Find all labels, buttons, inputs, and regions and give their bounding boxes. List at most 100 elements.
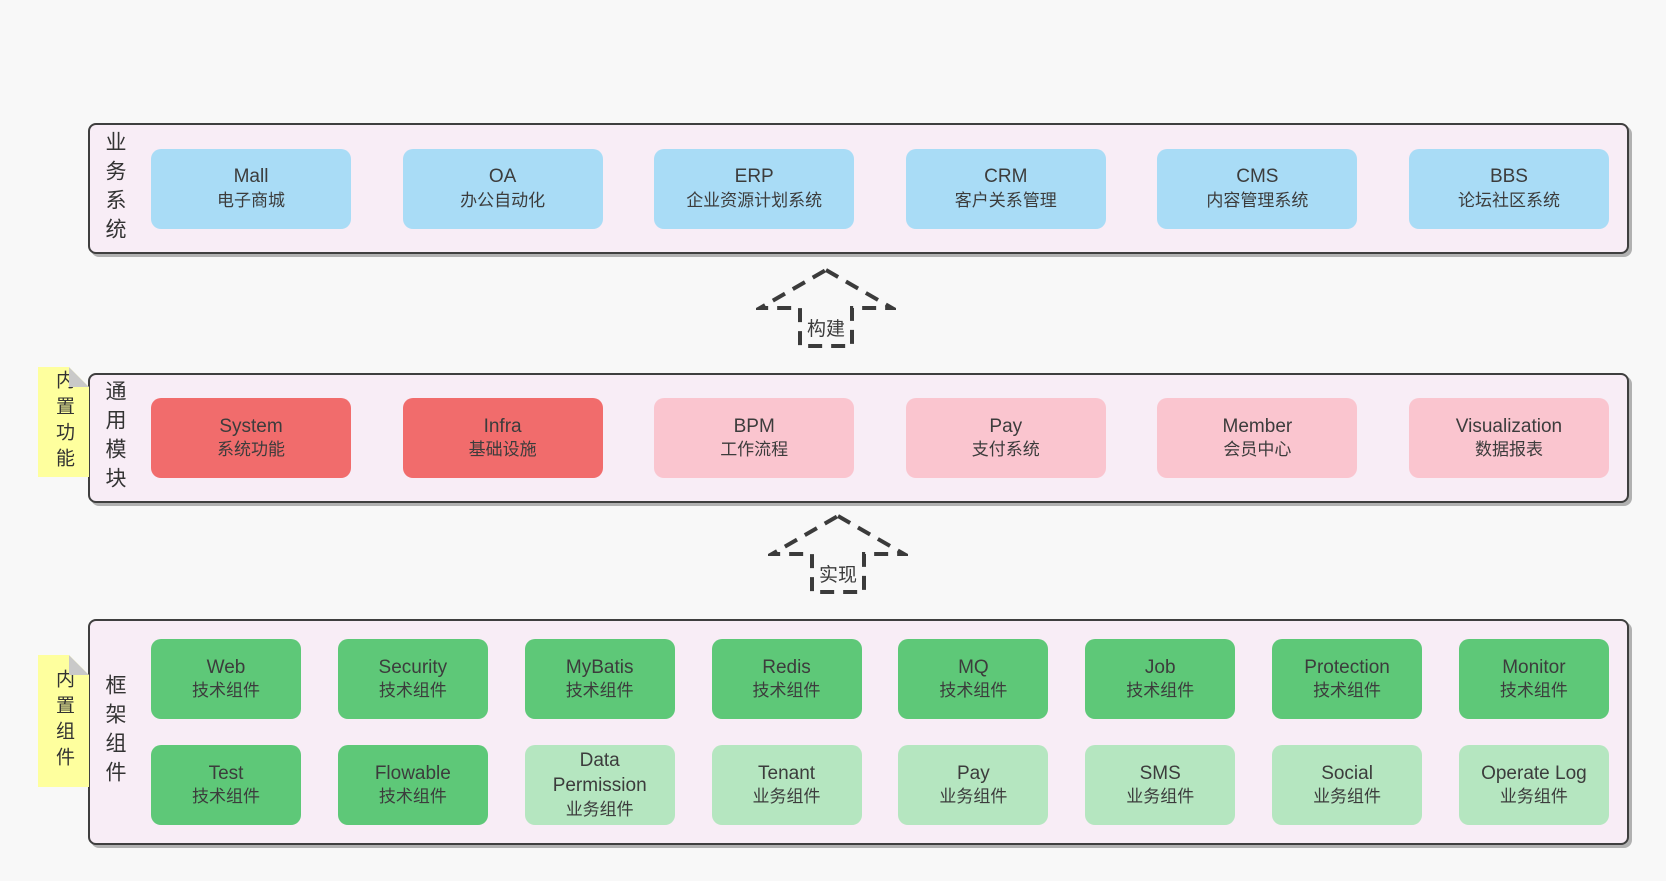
box-cms: CMS 内容管理系统 <box>1157 148 1358 229</box>
box-title: Monitor <box>1502 656 1566 678</box>
sticky-built-in-features: 内置功能 <box>38 367 89 477</box>
box-infra: Infra 基础设施 <box>402 398 603 478</box>
box-web: Web 技术组件 <box>151 639 301 719</box>
box-title: Visualization <box>1455 415 1563 437</box>
panel-business-systems: 业务系统 Mall 电子商城 OA 办公自动化 ERP 企业资源计划系统 CRM… <box>88 123 1629 254</box>
box-flowable: Flowable 技术组件 <box>337 745 488 825</box>
box-title: MQ <box>958 656 989 678</box>
sticky-fold-corner-icon <box>69 655 89 675</box>
box-subtitle: 电子商城 <box>217 190 285 210</box>
box-subtitle: 会员中心 <box>1223 440 1292 460</box>
box-mq: MQ 技术组件 <box>898 639 1049 719</box>
box-subtitle: 论坛社区系统 <box>1457 190 1560 210</box>
box-subtitle: 企业资源计划系统 <box>686 190 823 210</box>
box-title: OA <box>488 166 517 188</box>
arrow-implement-label: 实现 <box>815 560 861 587</box>
panel-framework-components: 框架组件 Web 技术组件 Security 技术组件 MyBatis 技术组件… <box>88 619 1629 845</box>
box-subtitle: 基础设施 <box>468 440 537 460</box>
box-subtitle: 支付系统 <box>971 440 1040 460</box>
box-mybatis: MyBatis 技术组件 <box>524 639 675 719</box>
box-title: BBS <box>1489 166 1528 188</box>
box-subtitle: 内容管理系统 <box>1206 190 1309 210</box>
box-title: Protection <box>1304 656 1390 678</box>
box-title: Tenant <box>758 762 816 784</box>
box-subtitle: 工作流程 <box>720 440 789 460</box>
box-title: Pay <box>989 415 1023 437</box>
sticky-built-in-features-label: 内置功能 <box>53 370 74 474</box>
panel-common-modules: 通用模块 System 系统功能 Infra 基础设施 BPM 工作流程 Pay… <box>88 373 1629 503</box>
panel-label-common-modules: 通用模块 <box>103 380 126 496</box>
box-member: Member 会员中心 <box>1157 398 1358 478</box>
box-system: System 系统功能 <box>151 398 351 478</box>
up-block-arrow-icon <box>756 267 896 348</box>
arrow-build-label: 构建 <box>803 314 849 341</box>
box-title: System <box>219 415 283 437</box>
box-redis: Redis 技术组件 <box>711 639 862 719</box>
box-subtitle: 办公自动化 <box>460 190 546 210</box>
box-monitor: Monitor 技术组件 <box>1458 639 1609 719</box>
box-title: Social <box>1321 762 1373 784</box>
box-subtitle: 技术组件 <box>192 787 260 807</box>
box-title: CMS <box>1236 166 1279 188</box>
common-box-row: System 系统功能 Infra 基础设施 BPM 工作流程 Pay 支付系统… <box>129 375 1627 501</box>
box-title: BPM <box>733 415 775 437</box>
box-subtitle: 技术组件 <box>378 681 447 701</box>
framework-row-2: Test 技术组件 Flowable 技术组件 Data Permission … <box>151 745 1609 825</box>
box-title: Mall <box>233 166 269 188</box>
box-bpm: BPM 工作流程 <box>654 398 855 478</box>
box-title: Job <box>1144 656 1176 678</box>
box-social: Social 业务组件 <box>1272 745 1423 825</box>
box-operate-log: Operate Log 业务组件 <box>1458 745 1609 825</box>
box-subtitle: 技术组件 <box>1126 681 1195 701</box>
box-protection: Protection 技术组件 <box>1272 639 1423 719</box>
box-title: Data Permission <box>552 750 647 796</box>
panel-label-business-systems: 业务系统 <box>103 130 126 247</box>
box-subtitle: 业务组件 <box>752 787 821 807</box>
box-title: Flowable <box>374 762 451 784</box>
box-title: Pay <box>957 762 990 784</box>
box-subtitle: 技术组件 <box>1499 681 1568 701</box>
box-title: Redis <box>762 656 811 678</box>
box-title: Web <box>206 656 246 678</box>
box-subtitle: 技术组件 <box>378 787 447 807</box>
box-tenant: Tenant 业务组件 <box>711 745 862 825</box>
box-visualization: Visualization 数据报表 <box>1408 398 1609 478</box>
box-subtitle: 业务组件 <box>1499 787 1568 807</box>
box-subtitle: 数据报表 <box>1474 440 1543 460</box>
box-mall: Mall 电子商城 <box>151 148 351 229</box>
sticky-fold-corner-icon <box>69 367 89 387</box>
sticky-built-in-components-label: 内置组件 <box>53 669 74 773</box>
box-subtitle: 技术组件 <box>565 681 634 701</box>
box-title: SMS <box>1139 762 1181 784</box>
box-subtitle: 技术组件 <box>1313 681 1382 701</box>
box-subtitle: 技术组件 <box>192 681 260 701</box>
box-subtitle: 技术组件 <box>939 681 1008 701</box>
sticky-built-in-components: 内置组件 <box>38 655 89 787</box>
box-crm: CRM 客户关系管理 <box>905 148 1106 229</box>
box-subtitle: 业务组件 <box>565 799 634 819</box>
up-block-arrow-icon <box>768 513 908 594</box>
box-erp: ERP 企业资源计划系统 <box>654 148 855 229</box>
box-title: Security <box>378 656 448 678</box>
arrow-implement: 实现 <box>768 512 908 596</box>
box-title: Operate Log <box>1481 762 1587 784</box>
panel-label-framework-components: 框架组件 <box>103 674 126 790</box>
framework-row-1: Web 技术组件 Security 技术组件 MyBatis 技术组件 Redi… <box>151 639 1609 719</box>
box-title: MyBatis <box>565 656 634 678</box>
box-subtitle: 技术组件 <box>752 681 821 701</box>
box-title: Test <box>208 762 244 784</box>
box-subtitle: 系统功能 <box>217 440 285 460</box>
box-title: Member <box>1222 415 1293 437</box>
box-test: Test 技术组件 <box>151 745 301 825</box>
box-subtitle: 业务组件 <box>1126 787 1195 807</box>
box-oa: OA 办公自动化 <box>402 148 603 229</box>
framework-rows: Web 技术组件 Security 技术组件 MyBatis 技术组件 Redi… <box>129 621 1627 843</box>
business-box-row: Mall 电子商城 OA 办公自动化 ERP 企业资源计划系统 CRM 客户关系… <box>129 125 1627 252</box>
box-security: Security 技术组件 <box>337 639 488 719</box>
box-title: CRM <box>984 166 1028 188</box>
box-pay-component: Pay 业务组件 <box>898 745 1049 825</box>
arrow-build: 构建 <box>756 266 896 350</box>
box-subtitle: 业务组件 <box>1313 787 1382 807</box>
box-job: Job 技术组件 <box>1085 639 1236 719</box>
